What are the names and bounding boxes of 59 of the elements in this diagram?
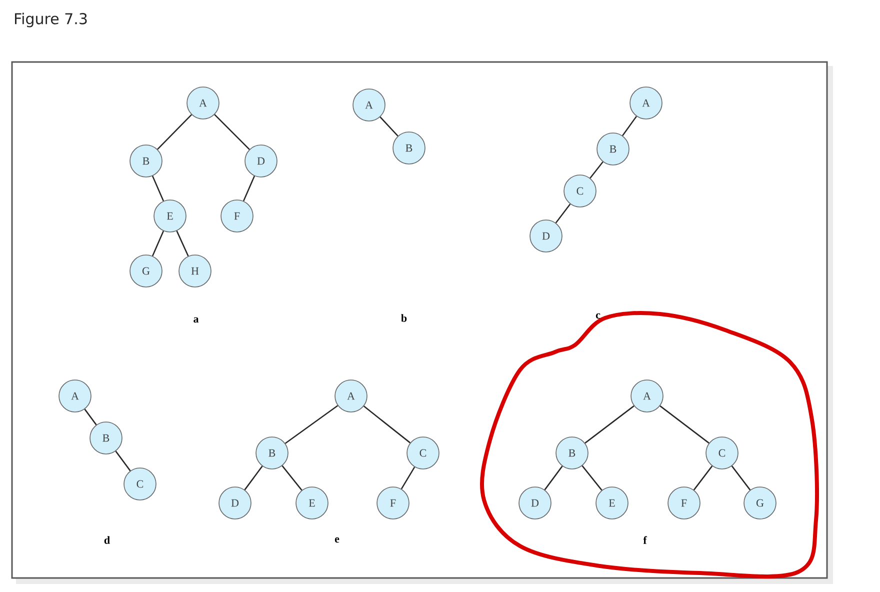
tree-node: A xyxy=(630,380,664,412)
tree-node: G xyxy=(744,486,776,520)
tree-edge xyxy=(555,204,571,224)
tree-edge xyxy=(731,466,751,490)
tree-node: C xyxy=(406,436,440,470)
tree-edge xyxy=(282,465,302,491)
tree-node: B xyxy=(130,144,162,178)
tree-edge xyxy=(622,116,637,136)
tree-node: F xyxy=(376,486,410,520)
tree-node: B xyxy=(556,436,588,470)
tree-edge xyxy=(584,405,634,444)
subfigure-letter: e xyxy=(334,537,340,543)
tree-edge xyxy=(284,405,338,444)
tree-edge xyxy=(214,114,250,150)
figure-title: Figure 7.3 xyxy=(15,12,87,28)
tree-node: C xyxy=(124,468,156,500)
tree-node: C xyxy=(564,174,596,208)
tree-node: A xyxy=(58,380,92,412)
tree-node: A xyxy=(630,86,662,120)
tree-node: A xyxy=(352,88,386,122)
tree-edge xyxy=(244,466,263,490)
tree-node: A xyxy=(186,86,220,120)
tree-node: A xyxy=(334,380,368,412)
tree-edge xyxy=(363,406,411,444)
tree-node: F xyxy=(668,486,700,520)
tree-edge xyxy=(152,230,164,256)
tree-node: F xyxy=(220,200,254,232)
tree-edge xyxy=(157,114,192,150)
tree-node: E xyxy=(296,486,328,520)
tree-edge xyxy=(176,230,189,256)
tree-node: D xyxy=(218,486,252,520)
tree-node: D xyxy=(518,486,552,520)
tree-node: H xyxy=(178,254,212,288)
tree-node: E xyxy=(154,200,186,232)
subfigure-letter: c xyxy=(596,313,600,319)
subfigure-letter: a xyxy=(194,317,199,323)
tree-node: B xyxy=(596,132,630,166)
subfigure-letter: d xyxy=(104,536,110,544)
tree-node: E xyxy=(596,486,628,520)
tree-edge xyxy=(590,161,604,178)
tree-edge xyxy=(660,405,710,444)
tree-node: B xyxy=(256,436,288,470)
tree-edge xyxy=(582,465,602,491)
tree-edge xyxy=(115,450,131,472)
tree-node: B xyxy=(392,132,426,164)
tree-node: B xyxy=(90,422,122,454)
tree-node: D xyxy=(244,144,278,178)
tree-edge xyxy=(242,176,256,202)
subfigure-letter: f xyxy=(643,536,647,544)
tree-edge xyxy=(693,466,713,490)
tree-edge xyxy=(152,176,164,202)
tree-node: D xyxy=(530,220,562,252)
tree-edge xyxy=(544,466,563,490)
tree-edge xyxy=(84,408,97,426)
tree-edge xyxy=(380,116,398,136)
tree-edge xyxy=(400,466,416,490)
subfigure-letter: b xyxy=(401,314,407,322)
tree-node: C xyxy=(706,436,738,470)
tree-node: G xyxy=(130,254,162,288)
